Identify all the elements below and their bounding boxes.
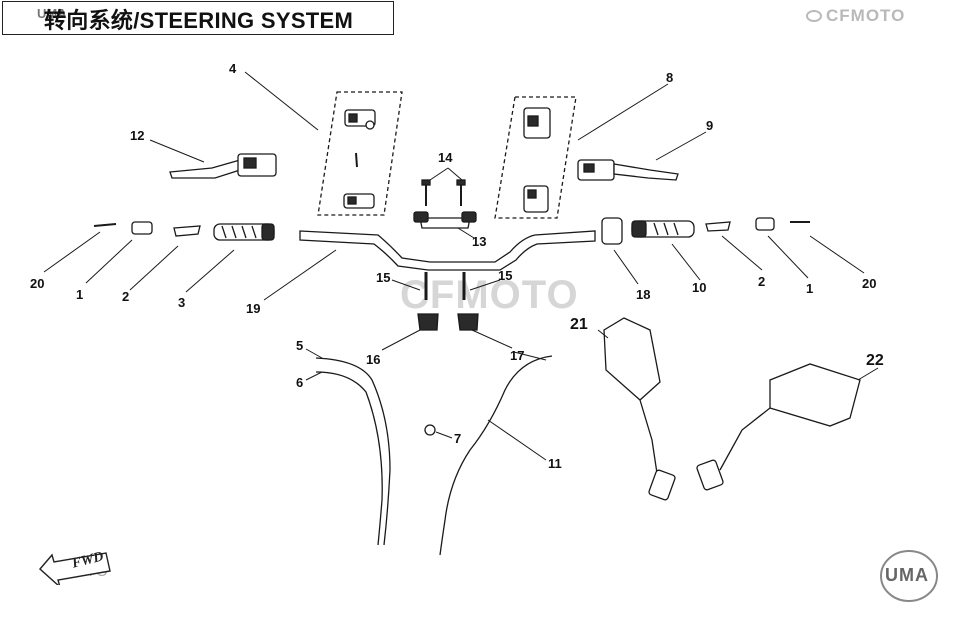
left-switch-upper — [344, 109, 376, 130]
right-switch-lower — [523, 185, 549, 213]
callout-20-left: 20 — [30, 276, 45, 291]
top-clamp — [413, 211, 477, 229]
grip-left — [213, 223, 275, 241]
clamp-bolts-lower — [424, 272, 466, 300]
lower-holders — [417, 313, 479, 331]
long-cable — [439, 355, 553, 556]
callout-1-left: 1 — [76, 287, 84, 302]
callout-3: 3 — [178, 295, 186, 310]
brand-watermark-center: CFMOTO — [400, 273, 579, 317]
bar-end-weight-left — [131, 221, 153, 235]
callout-8: 8 — [666, 70, 674, 85]
bar-end-sleeve-right — [705, 221, 731, 232]
clutch-lever-left — [169, 153, 277, 179]
callout-12: 12 — [130, 128, 145, 143]
brand-logo-top: CFMOTO — [826, 6, 906, 25]
handlebar — [299, 230, 596, 271]
mirror-right — [696, 363, 861, 491]
clamp-bolts-top — [421, 179, 466, 206]
right-switch-upper — [523, 107, 551, 139]
brake-lever-right — [577, 159, 679, 181]
fwd-arrow-icon — [39, 552, 111, 585]
mirror-left — [603, 317, 676, 501]
callout-22: 22 — [866, 352, 884, 369]
callout-1-right: 1 — [806, 281, 814, 296]
callout-5: 5 — [296, 338, 304, 353]
switch-group-left-box — [317, 91, 403, 216]
cfmoto-badge-icon — [806, 10, 822, 22]
bar-end-screw-left — [93, 223, 117, 227]
grip-right — [631, 220, 695, 238]
callout-2-left: 2 — [122, 289, 130, 304]
cable-grommet — [424, 424, 436, 436]
callout-6: 6 — [296, 375, 304, 390]
page-title: 转向系统/STEERING SYSTEM — [44, 8, 354, 33]
throttle-housing — [601, 217, 623, 245]
clutch-cable — [315, 357, 391, 546]
callout-15-right: 15 — [498, 268, 513, 283]
callout-9: 9 — [706, 118, 714, 133]
callout-4: 4 — [229, 61, 237, 76]
callout-14: 14 — [438, 150, 453, 165]
bar-end-sleeve-left — [173, 225, 201, 237]
left-switch-screw — [355, 152, 358, 168]
callout-16: 16 — [366, 352, 381, 367]
callout-21: 21 — [570, 316, 588, 333]
callout-13: 13 — [472, 234, 487, 249]
callout-19: 19 — [246, 301, 261, 316]
leader-lines — [43, 71, 879, 461]
callout-17: 17 — [510, 348, 525, 363]
uma-logo-icon — [880, 550, 938, 602]
uma-logo-text: UMA — [885, 565, 929, 585]
callout-15-left: 15 — [376, 270, 391, 285]
throttle-cable — [315, 371, 383, 546]
callout-10: 10 — [692, 280, 707, 295]
callout-2-right: 2 — [758, 274, 766, 289]
callout-7: 7 — [454, 431, 462, 446]
bar-end-weight-right — [755, 217, 775, 231]
switch-group-right-box — [494, 96, 577, 219]
left-switch-lower — [343, 193, 375, 209]
uma-watermark-small: UMA — [37, 6, 67, 21]
callout-11: 11 — [548, 456, 562, 471]
callout-20-right: 20 — [862, 276, 877, 291]
callout-18: 18 — [636, 287, 651, 302]
title-box — [2, 1, 394, 35]
